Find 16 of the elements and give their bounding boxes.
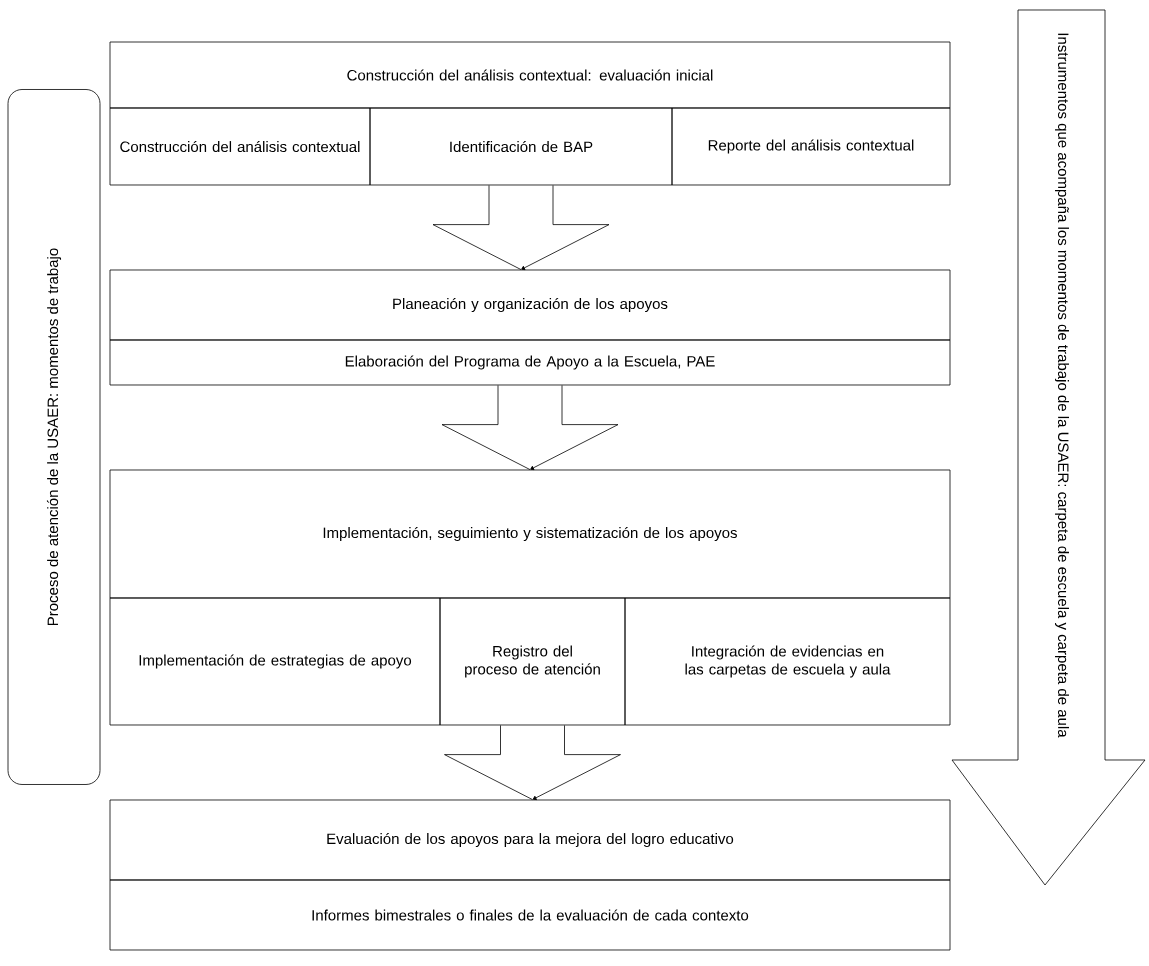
process-box: Elaboración del Programa de Apoyo a la Escuela, PAE [109, 339, 951, 386]
process-box: Implementación de estrategias de apoyo [109, 597, 441, 726]
hollow-arrow [444, 725, 621, 800]
hollow-arrow [441, 385, 619, 470]
process-box: Reporte del análisis contextual [671, 107, 951, 186]
process-box: Registro del proceso de atención [439, 597, 626, 726]
rounded-box: Proceso de atención de la USAER: momentos de trabajo [7, 89, 101, 785]
hollow-arrow [432, 185, 610, 270]
process-box: Construcción del análisis contextual [109, 107, 371, 186]
process-box: Identificación de BAP [369, 107, 673, 186]
process-box: Evaluación de los apoyos para la mejora del logro educativo [109, 799, 951, 881]
process-box: Construcción del análisis contextual: evaluación inicial [109, 41, 951, 109]
process-box: Implementación, seguimiento y sistematización de los apoyos [109, 469, 951, 599]
process-box: Informes bimestrales o finales de la evaluación de cada contexto [109, 879, 951, 951]
process-box: Planeación y organización de los apoyos [109, 269, 951, 341]
process-box: Integración de evidencias en las carpetas de escuela y aula [624, 597, 951, 726]
